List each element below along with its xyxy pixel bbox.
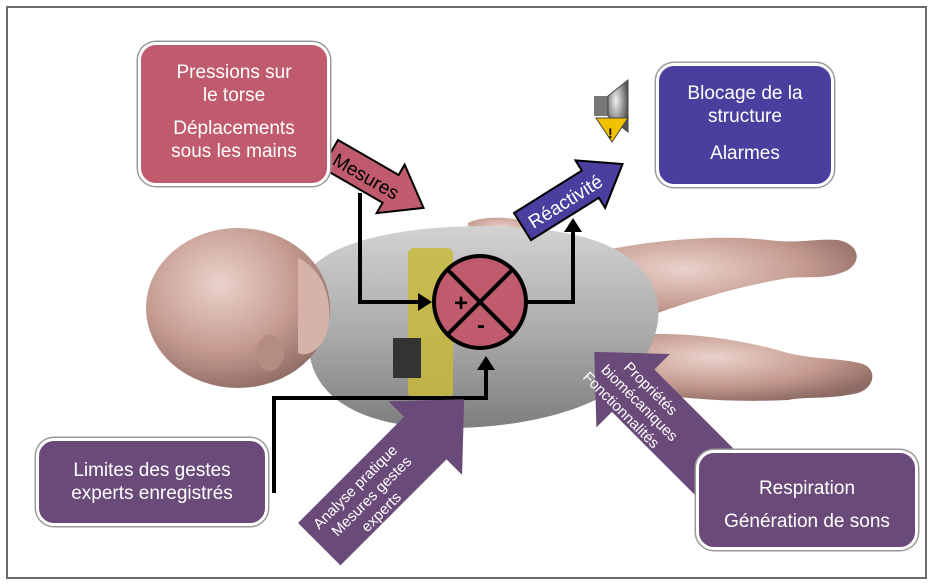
pressions-line1: Pressions sur [141,61,327,84]
limits-line1: Limites des gestes [39,459,265,482]
output-box-blocage: Blocage de la structure Alarmes [656,63,834,187]
arrowhead-to-reactivite [564,218,582,232]
arrow-mesures: Mesures [316,130,438,232]
electronics-box [393,338,421,378]
pressions-line2: le torse [141,84,327,107]
respiration-label: Respiration [699,477,915,500]
deplacements-line2: sous les mains [141,140,327,163]
baby-ear [256,335,284,371]
alarmes-label: Alarmes [659,142,831,165]
speaker-warning-icon: ! [594,80,628,142]
deplacements-line1: Déplacements [141,117,327,140]
comparator-plus: + [454,290,468,317]
diagram-frame: + - Mesures Réactivité Analyse pratique … [6,6,927,579]
limits-box: Limites des gestes experts enregistrés [36,438,268,526]
generation-label: Génération de sons [699,510,915,533]
comparator-minus: - [477,312,485,339]
blocage-line2: structure [659,105,831,128]
blocage-line1: Blocage de la [659,82,831,105]
input-box-pressions: Pressions sur le torse Déplacements sous… [138,42,330,186]
comparator: + - [434,256,526,348]
limits-line2: experts enregistrés [39,482,265,505]
svg-text:!: ! [608,125,613,141]
functions-box: Respiration Génération de sons [696,450,918,550]
